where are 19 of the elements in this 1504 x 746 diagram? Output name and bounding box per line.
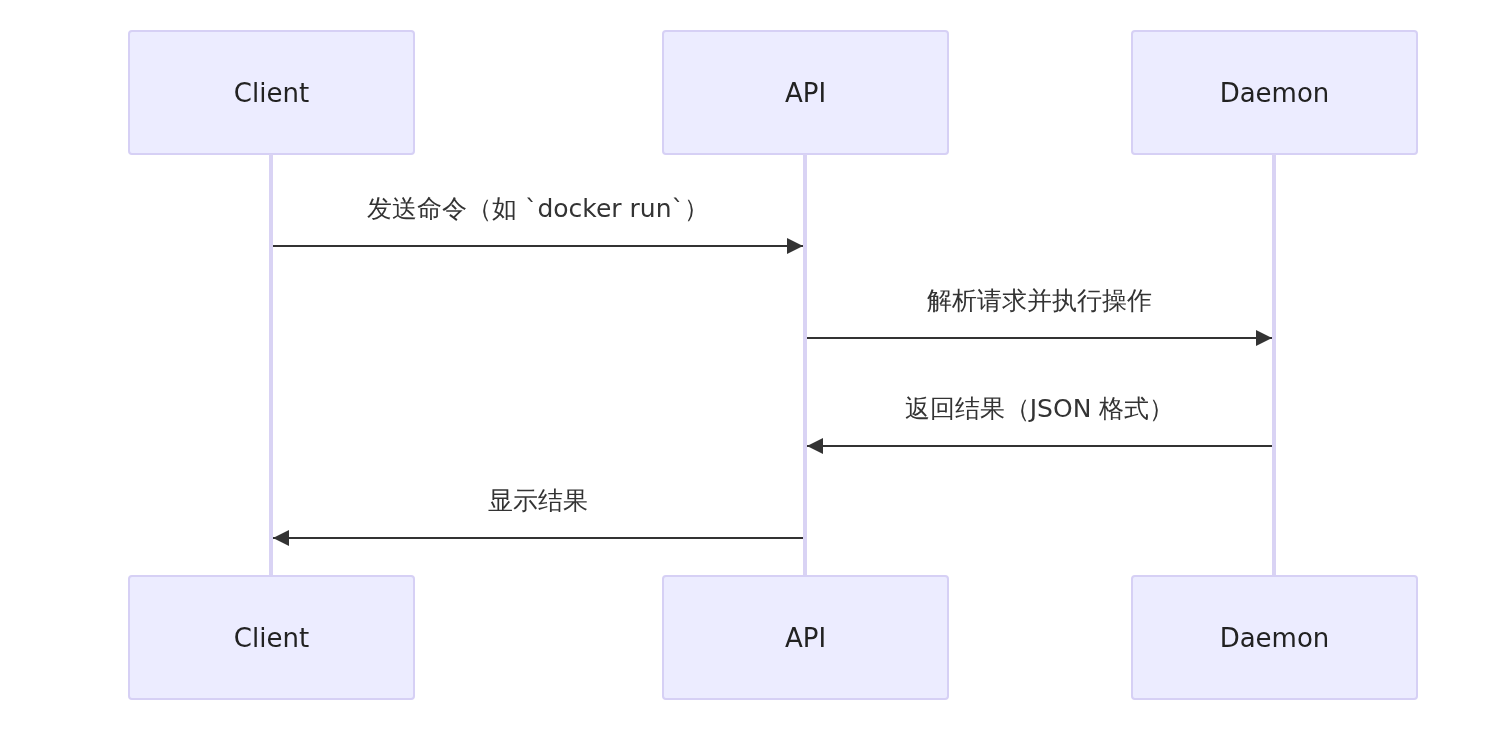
participant-name: API [784, 77, 827, 108]
participant-name: Daemon [1219, 77, 1330, 108]
participant-box [1131, 30, 1418, 155]
participant-box [128, 30, 415, 155]
participant-name: Client [233, 622, 310, 653]
participant-name: Client [233, 77, 310, 108]
lifeline-bar [803, 154, 807, 575]
participant-box [128, 575, 415, 700]
participant-box [1131, 575, 1418, 700]
message-arrow [806, 438, 1273, 454]
participant-box [662, 575, 949, 700]
message-arrow [806, 330, 1273, 346]
message-arrow [272, 530, 804, 546]
participant-name: Daemon [1219, 622, 1330, 653]
participant-box [662, 30, 949, 155]
lifeline-bar [269, 154, 273, 575]
participant-name: API [784, 622, 827, 653]
message-arrow [272, 238, 804, 254]
lifeline-bar [1272, 154, 1276, 575]
